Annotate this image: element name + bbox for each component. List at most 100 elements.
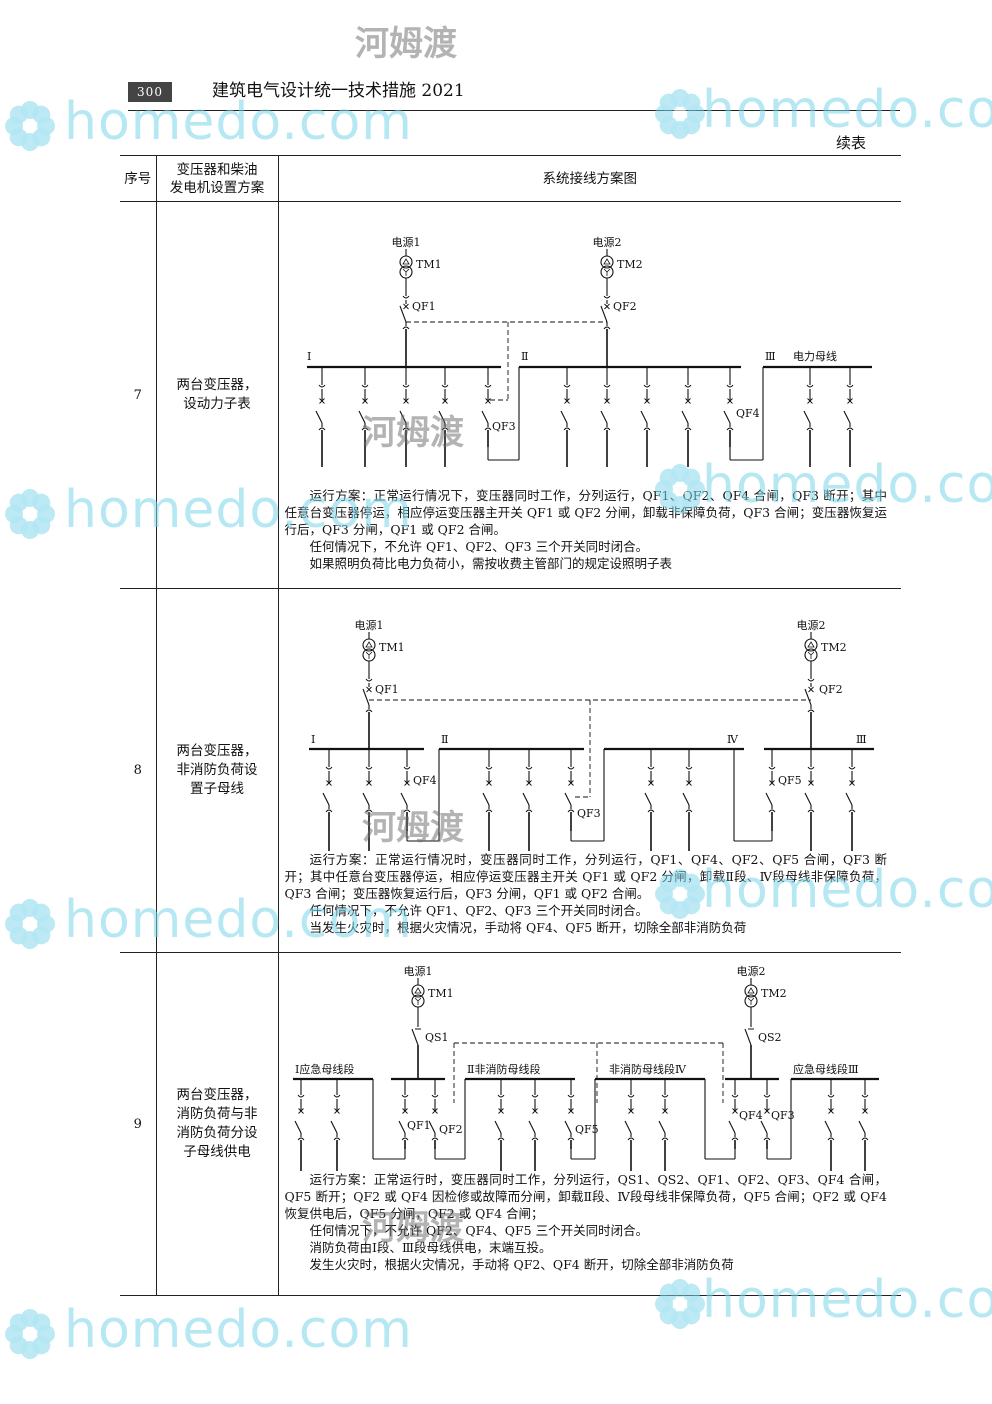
breaker-mark	[627, 1108, 634, 1114]
drawout-contact	[567, 1094, 574, 1098]
breaker-blade	[294, 1120, 301, 1134]
bus-label: I	[307, 350, 311, 363]
switch-label: QS1	[425, 1031, 449, 1044]
bus-label: 应急母线段Ⅲ	[793, 1062, 859, 1076]
breaker-mark	[768, 780, 775, 786]
breaker-blade	[398, 1120, 405, 1134]
drawout-contact	[365, 709, 372, 713]
switch-label: QS2	[758, 1031, 782, 1044]
breaker-blade	[322, 792, 329, 806]
watermark-cn-text: 河姆渡	[362, 808, 464, 848]
breaker-label: QF3	[771, 1109, 795, 1122]
delta-mark	[602, 258, 611, 265]
transformer-winding	[803, 638, 818, 652]
breaker-mark	[484, 398, 491, 404]
drawout-contact	[685, 809, 692, 813]
breaker-mark	[848, 780, 855, 786]
drawout-contact	[401, 1094, 408, 1098]
drawout-contact	[485, 809, 492, 813]
breaker-mark	[861, 1108, 868, 1114]
drawout-contact	[807, 809, 814, 813]
breaker-mark	[661, 1108, 668, 1114]
source-label: 电源1	[354, 618, 383, 632]
bus-label: Ⅱ非消防母线段	[467, 1062, 540, 1076]
drawout-contact	[848, 766, 855, 770]
drawout-contact	[731, 1137, 738, 1141]
transformer-label: TM2	[821, 641, 847, 654]
breaker-label: QF1	[412, 300, 436, 313]
breaker-blade	[315, 410, 322, 424]
drawout-contact	[763, 1137, 770, 1141]
breaker-mark	[827, 1108, 834, 1114]
breaker-blade	[681, 410, 688, 424]
drawout-contact	[563, 427, 570, 431]
watermark-text: homedo.com	[64, 1300, 413, 1360]
flower-logo-icon	[5, 899, 55, 949]
watermark-cn-text: 河姆渡	[355, 24, 457, 64]
wye-mark	[402, 268, 409, 276]
breaker-label: QF5	[778, 774, 802, 787]
breaker-mark	[807, 686, 814, 693]
drawout-contact	[325, 809, 332, 813]
watermark-text: homedo.com	[64, 92, 413, 152]
breaker-blade	[564, 1120, 571, 1134]
transformer-winding	[361, 638, 376, 652]
breaker-mark	[297, 1108, 304, 1114]
breaker-blade	[765, 792, 772, 806]
breaker-mark	[647, 780, 654, 786]
drawout-contact	[318, 427, 325, 431]
breaker-label: QF4	[413, 774, 437, 787]
breaker-blade	[624, 1120, 631, 1134]
drawout-contact	[567, 809, 574, 813]
breaker-blade	[723, 410, 730, 424]
breaker-blade	[522, 792, 529, 806]
row-scheme: 两台变压器， 消防负荷与非 消防负荷分设 子母线供电	[156, 952, 279, 1296]
drawout-contact	[731, 1094, 738, 1098]
drawout-contact	[603, 295, 610, 299]
flower-logo-icon	[655, 1279, 705, 1329]
drawout-contact	[768, 809, 775, 813]
breaker-label: QF2	[819, 683, 843, 696]
drawout-contact	[647, 766, 654, 770]
drawout-contact	[861, 1094, 868, 1098]
breaker-blade	[658, 1120, 665, 1134]
disconnector-blade	[410, 1028, 419, 1046]
drawout-contact	[846, 427, 853, 431]
breaker-mark	[333, 1108, 340, 1114]
drawout-contact	[768, 766, 775, 770]
drawout-contact	[726, 384, 733, 388]
header-rule	[128, 110, 900, 111]
breaker-mark	[603, 398, 610, 404]
breaker-blade	[362, 792, 369, 806]
breaker-mark	[846, 398, 853, 404]
bus-label: Ⅱ	[521, 350, 528, 363]
drawout-contact	[567, 1137, 574, 1141]
breaker-blade	[482, 792, 489, 806]
breaker-blade	[845, 792, 852, 806]
transformer-label: TM1	[416, 258, 442, 271]
drawout-contact	[402, 326, 409, 330]
drawout-contact	[806, 427, 813, 431]
transformer-label: TM1	[379, 641, 405, 654]
continued-label: 续表	[835, 134, 866, 152]
breaker-mark	[365, 686, 372, 693]
drawout-contact	[531, 1094, 538, 1098]
drawout-contact	[365, 809, 372, 813]
bus-label: Ⅱ	[441, 733, 448, 746]
drawout-contact	[661, 1094, 668, 1098]
breaker-blade	[803, 410, 810, 424]
transformer-label: TM1	[428, 987, 454, 1000]
breaker-blade	[438, 410, 445, 424]
drawout-contact	[333, 1094, 340, 1098]
breaker-blade	[728, 1120, 735, 1134]
breaker-mark	[731, 1108, 738, 1114]
operation-notes: 运行方案：正常运行时，变压器同时工作，分列运行，QS1、QS2、QF1、QF2、…	[284, 1172, 888, 1272]
watermark-text: homedo.com	[702, 860, 992, 920]
breaker-blade	[564, 792, 571, 806]
transformer-winding	[743, 984, 758, 998]
drawout-contact	[361, 427, 368, 431]
drawout-contact	[441, 384, 448, 388]
breaker-mark	[567, 780, 574, 786]
